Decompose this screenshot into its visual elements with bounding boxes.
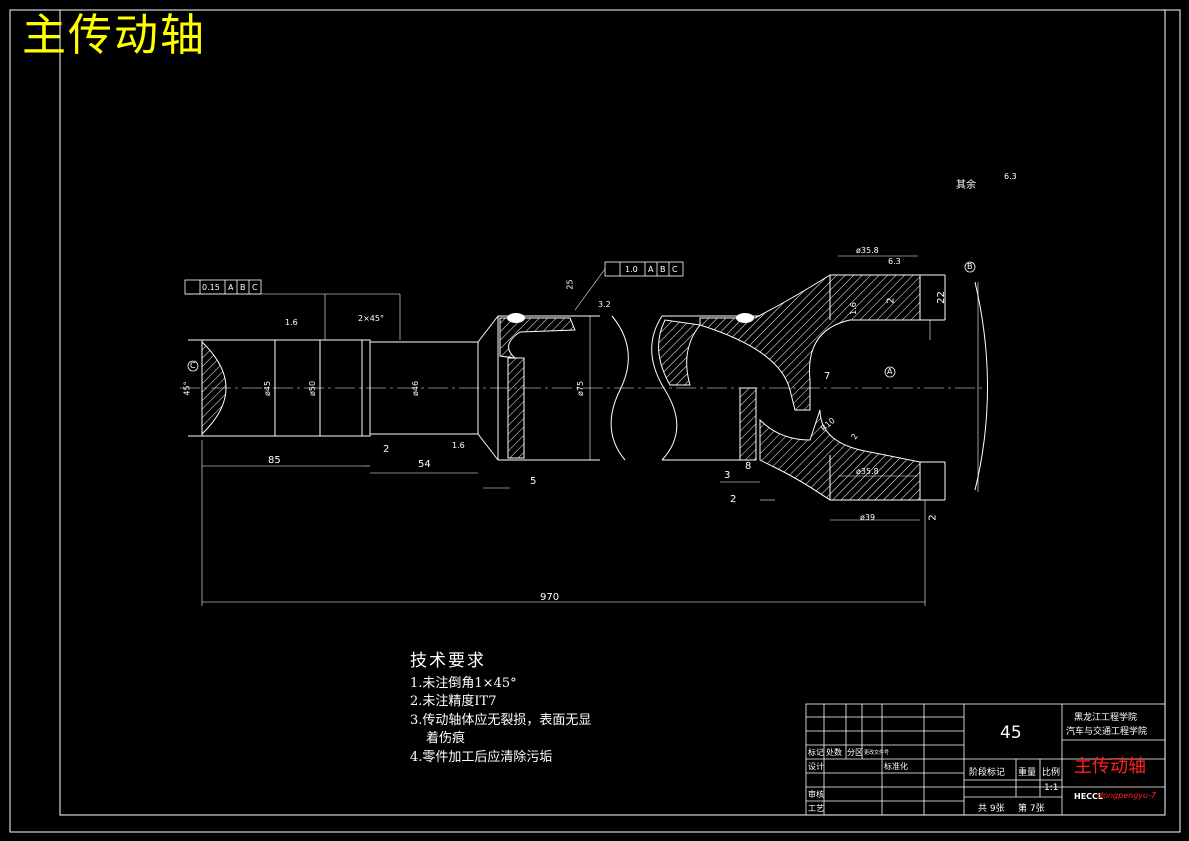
dim-2: 2: [730, 494, 737, 505]
tolerance-ref: B: [660, 265, 666, 274]
title-row-label: 处数: [826, 748, 842, 757]
dim-22: 22: [935, 291, 947, 304]
tolerance-frame-2: [604, 261, 684, 277]
dim-54: 54: [418, 459, 431, 470]
tolerance-ref: A: [228, 283, 234, 292]
tech-item: 1.未注倒角1×45°: [410, 675, 517, 691]
surface-finish: 1.6: [848, 302, 858, 315]
tech-heading: 技术要求: [410, 651, 486, 671]
title-row-label: 标准化: [884, 762, 908, 771]
tech-item: 4.零件加工后应清除污垢: [410, 749, 553, 765]
surface-finish: 1.6: [285, 318, 298, 327]
dim-d46: ø46: [411, 380, 421, 397]
shaft-left-end: [188, 315, 499, 461]
dim-d75: ø75: [576, 380, 586, 397]
dim-85: 85: [268, 455, 281, 466]
outer-frame: [9, 9, 1181, 833]
tolerance-frame-1: [184, 279, 262, 295]
designer-code: HECCL: [1074, 792, 1103, 801]
tube-section: [497, 315, 760, 461]
stage-label: 阶段标记: [969, 768, 1006, 778]
department-name: 汽车与交通工程学院: [1066, 727, 1148, 737]
datum-marker: [964, 261, 976, 273]
dim-3: 3: [724, 470, 731, 481]
title-row-label: 更改文件号: [864, 750, 890, 756]
title-row-label: 工艺: [808, 804, 824, 813]
tolerance-ref: A: [648, 265, 654, 274]
sheet-number: 第 7张: [1018, 804, 1045, 814]
roughness-note-label: 其余: [956, 180, 976, 191]
surface-finish: 6.3: [888, 257, 901, 266]
weld-mark: [507, 313, 525, 323]
title-row-label: 分区: [847, 748, 863, 757]
datum-label: B: [967, 262, 973, 271]
school-name: 黑龙江工程学院: [1074, 713, 1138, 723]
material-label: 45: [1000, 723, 1022, 743]
title-block: [805, 703, 1166, 816]
title-row-label: 标记: [808, 748, 824, 757]
datum-label: A: [887, 367, 893, 376]
dim-d45: ø45: [263, 380, 273, 397]
datum-marker: [884, 366, 896, 378]
dim-2: 2: [927, 514, 939, 521]
tolerance-ref: C: [252, 283, 258, 292]
dim-2: 2: [885, 297, 897, 304]
drawing-title: 主传动轴: [22, 10, 206, 61]
dim-7: 7: [824, 371, 831, 382]
chamfer-label: 2×45°: [358, 314, 384, 323]
dim-8: 8: [745, 461, 752, 472]
yoke-section: [699, 274, 988, 501]
scale-label: 比例: [1042, 768, 1061, 778]
scale-value: 1:1: [1044, 783, 1059, 793]
dim-970: 970: [540, 592, 560, 603]
designer-name: dongpengyu-7: [1098, 791, 1157, 800]
tolerance-value-1: 0.15: [202, 283, 220, 292]
datum-label: C: [190, 361, 196, 370]
dim-d50: ø50: [308, 380, 318, 397]
dim-25: 25: [565, 279, 575, 290]
tolerance-value-2: 1.0: [625, 265, 638, 274]
weld-mark: [736, 313, 754, 323]
inner-frame: [59, 9, 1166, 816]
tech-item: 3.传动轴体应无裂损，表面无显: [410, 712, 592, 728]
tolerance-ref: C: [672, 265, 678, 274]
tech-item: 着伤痕: [426, 731, 466, 746]
dim-d35-top: ø35.8: [856, 246, 879, 255]
dim-d35-bottom: ø35.8: [856, 467, 879, 476]
drawing-name: 主传动轴: [1074, 756, 1146, 777]
tolerance-ref: B: [240, 283, 246, 292]
tech-item: 2.未注精度IT7: [410, 694, 497, 709]
roughness-note-value: 6.3: [1004, 172, 1017, 181]
dim-2: 2: [383, 444, 390, 455]
title-row-label: 设计: [808, 762, 824, 771]
title-row-label: 审核: [808, 790, 824, 799]
surface-finish: 1.6: [452, 441, 465, 450]
dim-5: 5: [530, 476, 537, 487]
datum-marker: [187, 360, 199, 372]
dim-d39: ø39: [860, 513, 876, 522]
technical-requirements: 技术要求 1.未注倒角1×45° 2.未注精度IT7 3.传动轴体应无裂损，表面…: [410, 652, 591, 767]
sheet-count: 共 9张: [978, 804, 1005, 814]
dim-angle: 45°: [182, 381, 192, 396]
weight-label: 重量: [1018, 768, 1037, 778]
surface-finish: 3.2: [598, 300, 611, 309]
